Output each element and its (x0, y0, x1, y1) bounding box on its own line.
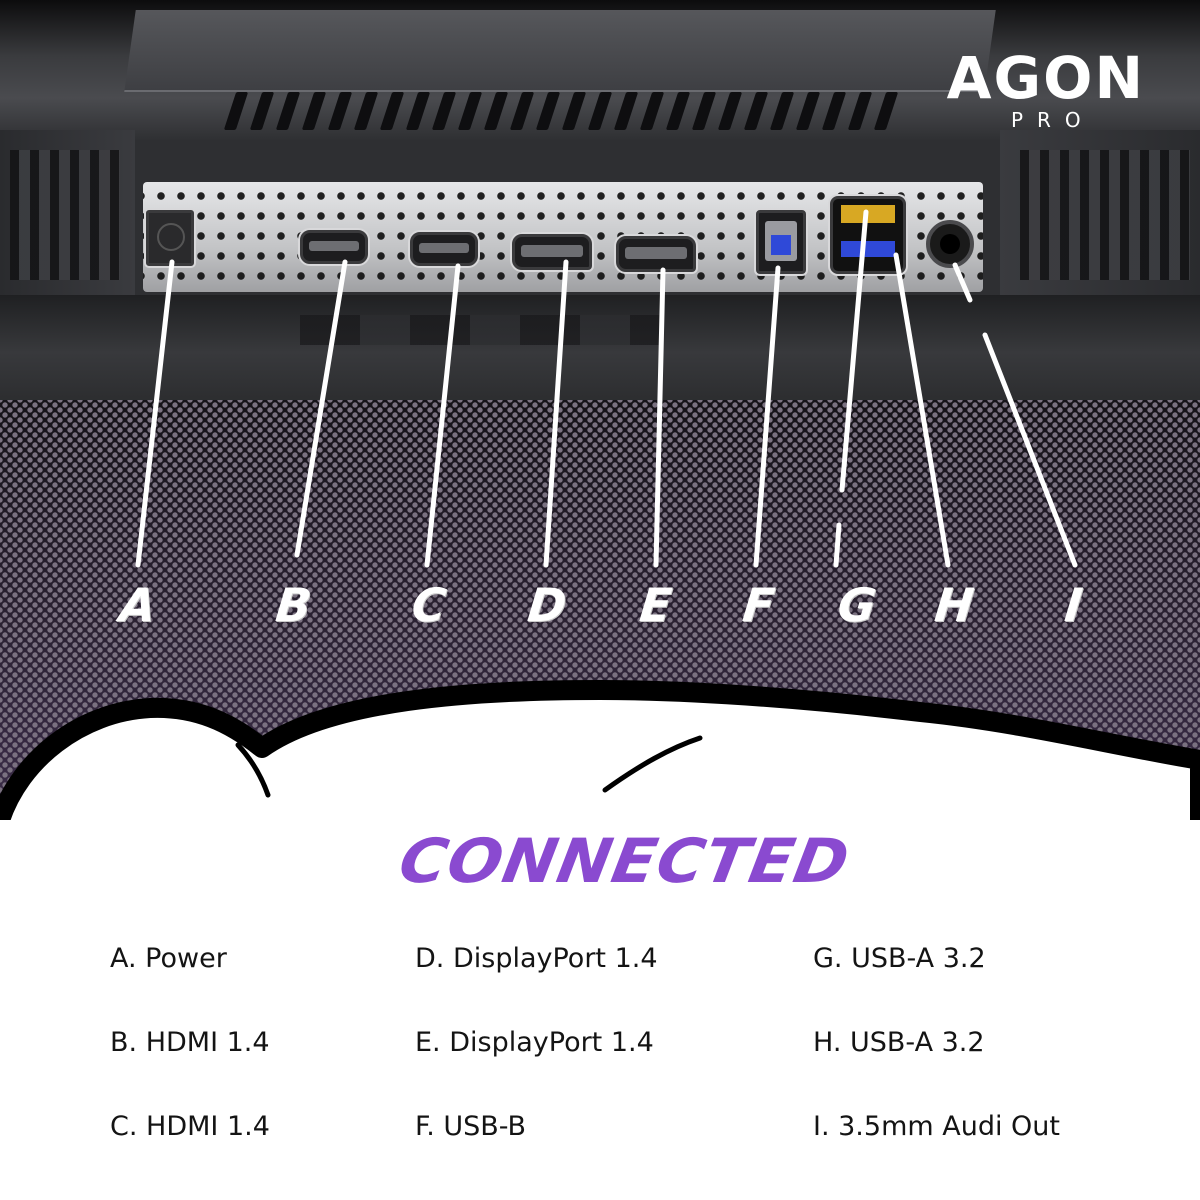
agon-pro-logo: AGON PRO (947, 48, 1145, 132)
legend-item: F. USB-B (415, 1111, 527, 1142)
legend-item: B. HDMI 1.4 (110, 1027, 270, 1058)
audio-jack-icon (926, 220, 974, 268)
usb-b-port-icon (756, 210, 806, 274)
legend-item: I. 3.5mm Audi Out (813, 1111, 1061, 1142)
power-port-icon (146, 210, 194, 266)
monitor-back-photo: AGON PRO (0, 0, 1200, 410)
legend-item: G. USB-A 3.2 (813, 943, 986, 974)
usb-a-ports-icon (830, 196, 906, 274)
top-vents (223, 92, 930, 132)
port-letter-c: C (409, 578, 449, 632)
white-info-section (0, 870, 1200, 1200)
legend-item: H. USB-A 3.2 (813, 1027, 985, 1058)
legend-column-2: D. DisplayPort 1.4 E. DisplayPort 1.4 F.… (415, 935, 755, 1187)
section-heading: CONNECTED (393, 826, 855, 898)
hdmi-port-2-icon (410, 232, 478, 266)
displayport-2-icon (616, 236, 696, 272)
left-side-grille (0, 130, 135, 300)
port-letter-d: D (525, 578, 570, 632)
legend-item: D. DisplayPort 1.4 (415, 943, 658, 974)
port-letter-b: B (273, 578, 314, 632)
right-side-grille (1000, 130, 1200, 300)
port-letter-h: H (932, 578, 977, 632)
logo-sub-text: PRO (1010, 108, 1095, 132)
monitor-lower-housing (0, 295, 1200, 410)
port-letter-e: E (637, 578, 675, 632)
port-letter-g: G (835, 578, 879, 632)
logo-main-text: AGON (946, 44, 1145, 112)
legend-item: E. DisplayPort 1.4 (415, 1027, 654, 1058)
legend-column-3: G. USB-A 3.2 H. USB-A 3.2 I. 3.5mm Audi … (813, 935, 1153, 1187)
displayport-1-icon (512, 234, 592, 270)
port-letter-a: A (117, 578, 159, 632)
hdmi-port-1-icon (300, 230, 368, 264)
legend-item: A. Power (110, 943, 227, 974)
legend-column-1: A. Power B. HDMI 1.4 C. HDMI 1.4 (110, 935, 450, 1187)
monitor-top-housing (0, 0, 1200, 140)
monitor-top-plate (124, 10, 996, 92)
legend-item: C. HDMI 1.4 (110, 1111, 270, 1142)
port-letter-f: F (740, 578, 778, 632)
